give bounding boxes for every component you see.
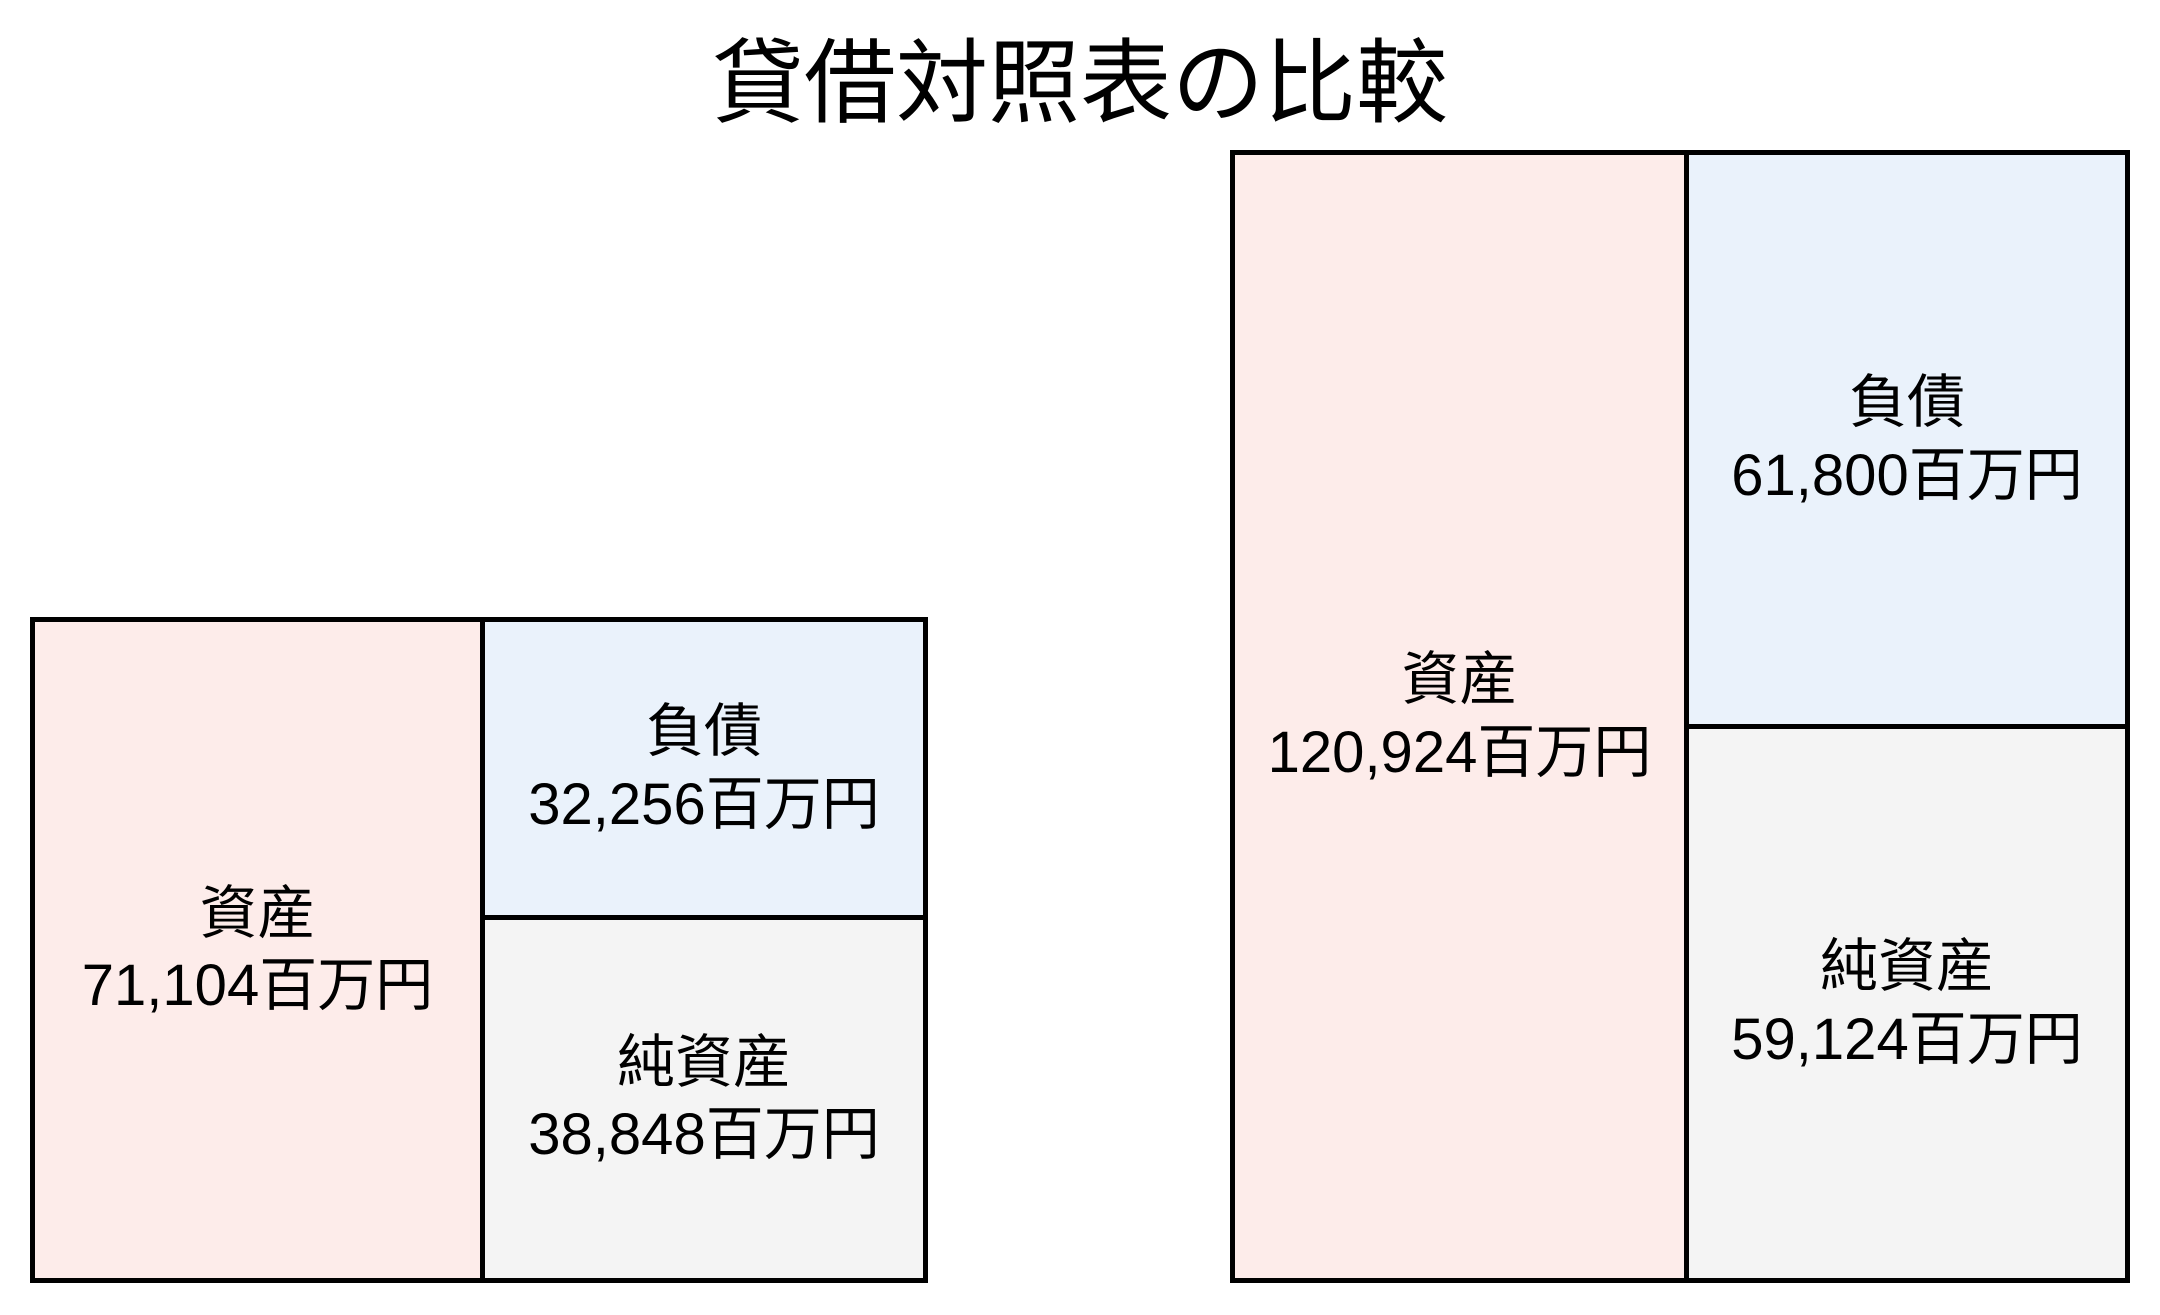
liabilities-label-block: 負債 61,800百万円 [1731, 367, 2082, 512]
assets-label-block: 資産 71,104百万円 [82, 878, 433, 1023]
net-assets-label: 純資産 [1819, 934, 1994, 999]
net-assets-label: 純資産 [616, 1029, 791, 1095]
liabilities-netassets-column: 負債 61,800百万円 純資産 59,124百万円 [1689, 155, 2125, 1278]
assets-value: 71,104百万円 [81, 953, 434, 1018]
assets-box: 資産 120,924百万円 [1235, 155, 1689, 1278]
liabilities-label: 負債 [1848, 370, 1965, 435]
liabilities-label-block: 負債 32,256百万円 [528, 696, 879, 841]
assets-label-block: 資産 120,924百万円 [1268, 644, 1652, 789]
net-assets-box: 純資産 38,848百万円 [485, 920, 923, 1278]
liabilities-value: 32,256百万円 [528, 771, 880, 837]
liabilities-box: 負債 61,800百万円 [1689, 155, 2125, 729]
balance-sheet-small: 資産 71,104百万円 負債 32,256百万円 純資産 38,848百万円 [30, 617, 928, 1283]
balance-sheet-large: 資産 120,924百万円 負債 61,800百万円 純資産 59,124百万円 [1230, 150, 2130, 1283]
liabilities-netassets-column: 負債 32,256百万円 純資産 38,848百万円 [485, 622, 923, 1278]
net-assets-value: 59,124百万円 [1731, 1006, 2083, 1072]
liabilities-label: 負債 [645, 699, 762, 764]
liabilities-value: 61,800百万円 [1731, 442, 2083, 508]
net-assets-label-block: 純資産 59,124百万円 [1731, 931, 2082, 1076]
net-assets-label-block: 純資産 38,848百万円 [528, 1027, 879, 1172]
assets-label: 資産 [1401, 647, 1518, 712]
assets-box: 資産 71,104百万円 [35, 622, 485, 1278]
liabilities-box: 負債 32,256百万円 [485, 622, 923, 920]
net-assets-box: 純資産 59,124百万円 [1689, 729, 2125, 1278]
assets-value: 120,924百万円 [1267, 719, 1652, 785]
chart-title: 貸借対照表の比較 [711, 33, 1448, 135]
assets-label: 資産 [199, 880, 316, 946]
net-assets-value: 38,848百万円 [528, 1102, 880, 1167]
